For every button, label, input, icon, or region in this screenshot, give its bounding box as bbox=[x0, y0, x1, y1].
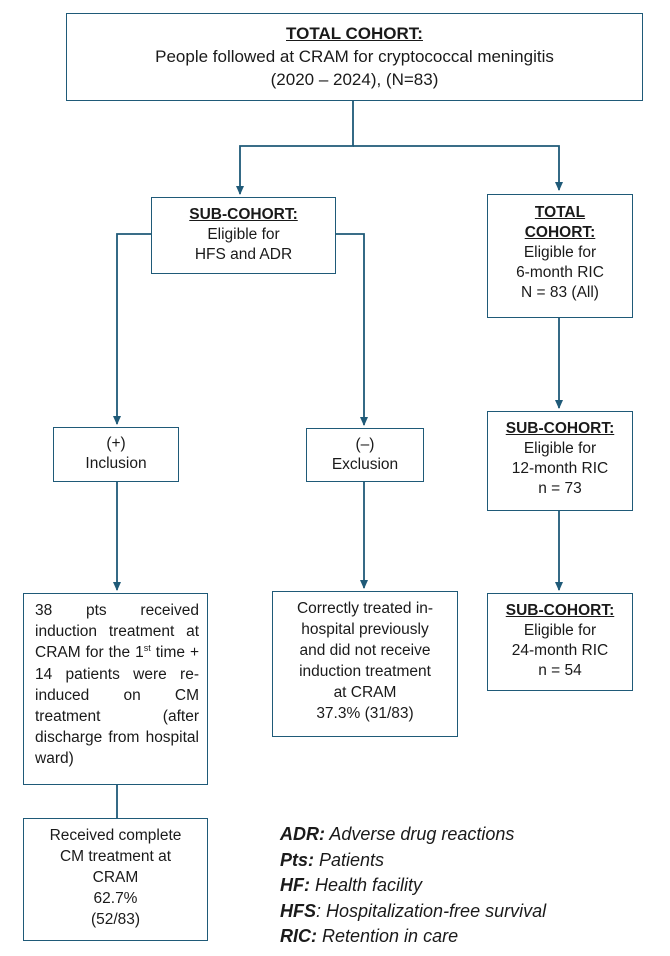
complete-percentage: 62.7% bbox=[93, 890, 138, 907]
connector-top-split bbox=[236, 101, 354, 195]
total-cohort-ric-heading-1: TOTAL bbox=[534, 204, 586, 221]
sub-cohort-24-month-box: SUB-COHORT: Eligible for 24-month RIC n … bbox=[487, 593, 633, 691]
correctly-line-2: hospital previously bbox=[301, 621, 429, 638]
legend-item: Pts: Patients bbox=[280, 848, 546, 874]
total-cohort-box: TOTAL COHORT: People followed at CRAM fo… bbox=[66, 13, 643, 101]
connector-exclusion bbox=[336, 233, 368, 426]
legend-desc: : Hospitalization-free survival bbox=[316, 900, 547, 921]
legend-key: Pts: bbox=[280, 849, 315, 870]
sub-cohort-12-eligible: Eligible for bbox=[523, 440, 597, 457]
correctly-line-4: induction treatment bbox=[299, 663, 431, 680]
sub-cohort-outcomes: HFS and ADR bbox=[194, 246, 293, 263]
abbreviation-legend: ADR: Adverse drug reactions Pts: Patient… bbox=[280, 822, 546, 950]
legend-desc: Adverse drug reactions bbox=[325, 824, 515, 844]
legend-item: HFS: Hospitalization-free survival bbox=[280, 899, 546, 925]
total-cohort-ric-eligible: Eligible for bbox=[523, 244, 597, 261]
legend-desc: Health facility bbox=[310, 875, 423, 895]
induction-sup: st bbox=[143, 643, 151, 654]
complete-fraction: (52/83) bbox=[90, 911, 141, 928]
sub-cohort-12-heading: SUB-COHORT: bbox=[505, 420, 615, 437]
induction-text-b: time + 14 patients were re-induced on CM… bbox=[35, 644, 199, 768]
inclusion-sign: (+) bbox=[106, 435, 126, 452]
induction-text-a: 38 pts received induction treatment at C… bbox=[35, 602, 199, 662]
legend-desc: Retention in care bbox=[317, 926, 459, 946]
legend-item: RIC: Retention in care bbox=[280, 924, 546, 950]
connector-top-right bbox=[353, 145, 563, 191]
legend-key: HFS bbox=[280, 900, 316, 921]
exclusion-box: (–) Exclusion bbox=[306, 428, 424, 482]
sub-cohort-12-count: n = 73 bbox=[538, 480, 582, 497]
total-cohort-ric-period: 6-month RIC bbox=[516, 264, 604, 281]
sub-cohort-hfs-adr-box: SUB-COHORT: Eligible for HFS and ADR bbox=[151, 197, 336, 274]
total-cohort-description: People followed at CRAM for cryptococcal… bbox=[155, 47, 554, 66]
correctly-line-1: Correctly treated in- bbox=[296, 600, 434, 617]
complete-line-2: CM treatment at bbox=[59, 848, 172, 865]
sub-cohort-24-eligible: Eligible for bbox=[523, 622, 597, 639]
total-cohort-ric-count: N = 83 (All) bbox=[521, 284, 599, 301]
correctly-percentage: 37.3% (31/83) bbox=[316, 705, 414, 722]
sub-cohort-eligible: Eligible for bbox=[207, 226, 280, 243]
legend-item: HF: Health facility bbox=[280, 873, 546, 899]
inclusion-label: Inclusion bbox=[85, 455, 147, 472]
total-cohort-period: (2020 – 2024), (N=83) bbox=[270, 70, 439, 89]
total-cohort-heading: TOTAL COHORT: bbox=[286, 24, 423, 43]
legend-key: ADR: bbox=[280, 824, 325, 844]
legend-key: HF: bbox=[280, 875, 310, 895]
inclusion-box: (+) Inclusion bbox=[53, 427, 179, 482]
sub-cohort-12-month-box: SUB-COHORT: Eligible for 12-month RIC n … bbox=[487, 411, 633, 511]
sub-cohort-heading: SUB-COHORT: bbox=[189, 206, 298, 223]
exclusion-sign: (–) bbox=[355, 436, 375, 453]
complete-line-1: Received complete bbox=[49, 827, 182, 844]
total-cohort-ric-box: TOTAL COHORT: Eligible for 6-month RIC N… bbox=[487, 194, 633, 318]
legend-key: RIC: bbox=[280, 926, 317, 946]
correctly-line-5: at CRAM bbox=[333, 684, 397, 701]
sub-cohort-12-period: 12-month RIC bbox=[511, 460, 609, 477]
sub-cohort-24-period: 24-month RIC bbox=[511, 642, 609, 659]
connector-inclusion bbox=[113, 233, 152, 425]
exclusion-label: Exclusion bbox=[331, 456, 399, 473]
induction-treatment-box: 38 pts received induction treatment at C… bbox=[23, 593, 208, 785]
sub-cohort-24-count: n = 54 bbox=[538, 662, 582, 679]
total-cohort-ric-heading-2: COHORT: bbox=[524, 224, 596, 241]
legend-item: ADR: Adverse drug reactions bbox=[280, 822, 546, 848]
sub-cohort-24-heading: SUB-COHORT: bbox=[505, 602, 615, 619]
legend-desc: Patients bbox=[314, 849, 385, 870]
correctly-line-3: and did not receive bbox=[299, 642, 431, 659]
complete-line-3: CRAM bbox=[92, 869, 139, 886]
complete-treatment-box: Received complete CM treatment at CRAM 6… bbox=[23, 818, 208, 941]
correctly-treated-box: Correctly treated in- hospital previousl… bbox=[272, 591, 458, 737]
